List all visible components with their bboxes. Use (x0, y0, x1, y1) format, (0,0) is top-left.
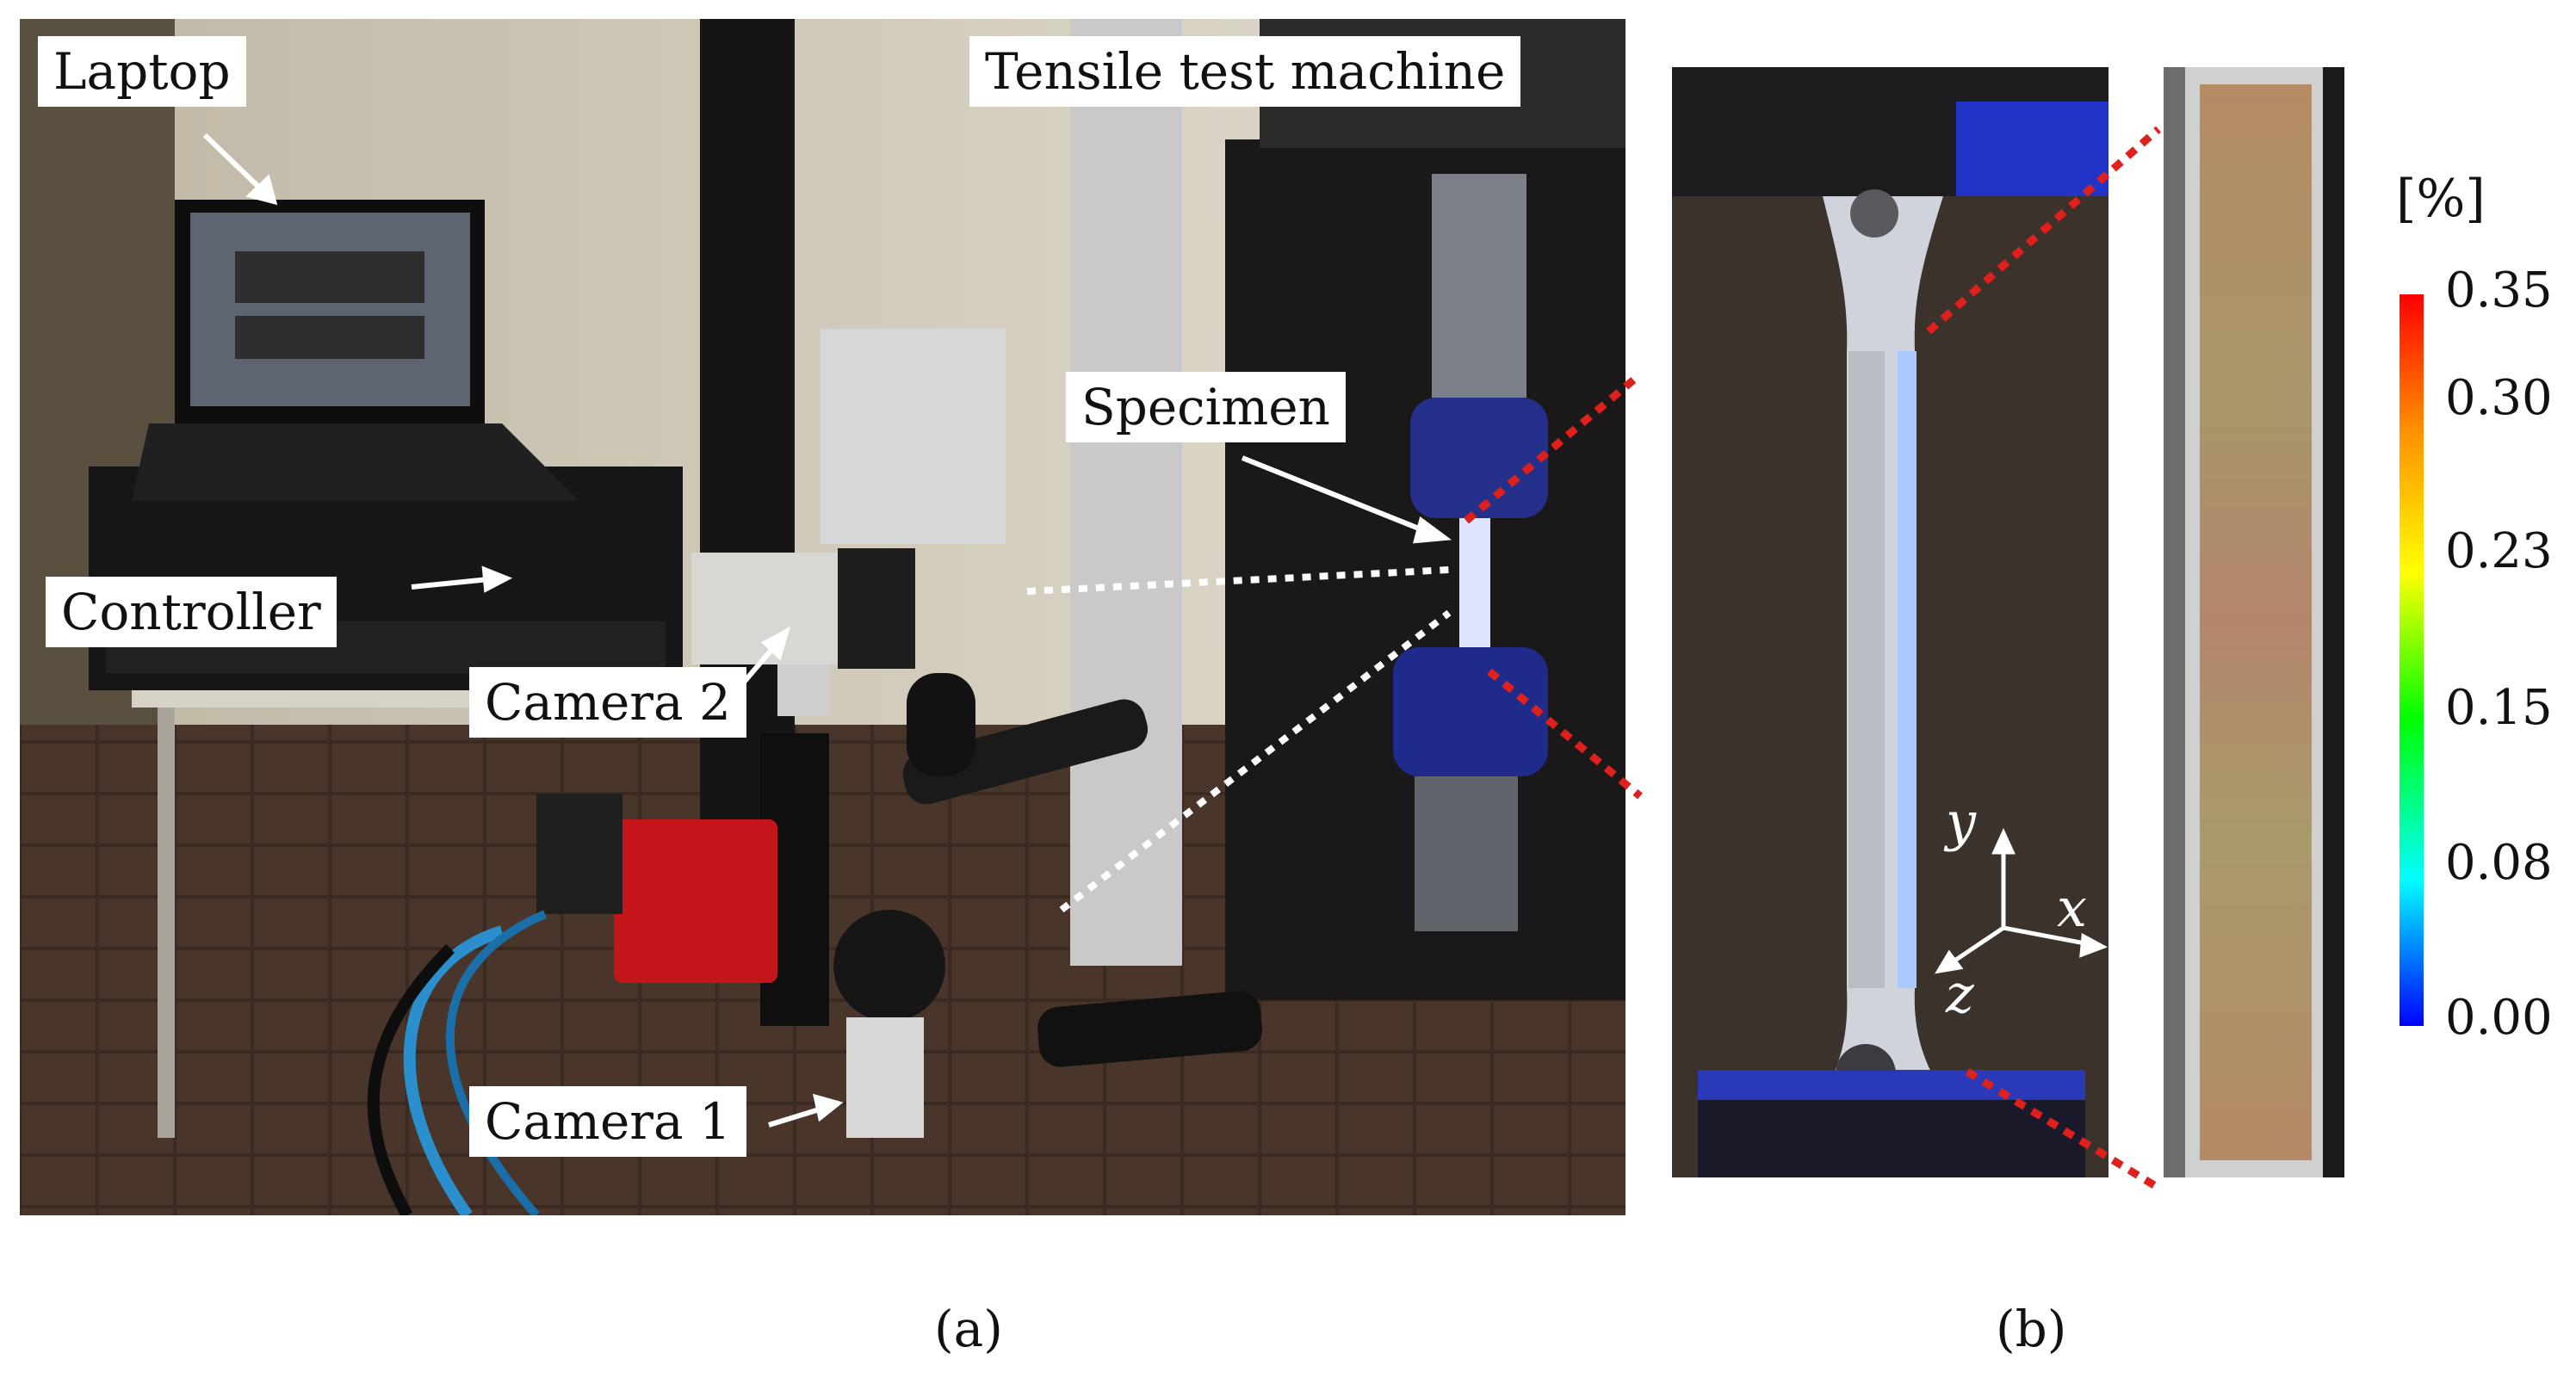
label-camera-1: Camera 1 (469, 1086, 746, 1157)
caption-b: (b) (1996, 1300, 2067, 1358)
colorbar-unit: [%] (2396, 169, 2486, 229)
coordinate-axes (1935, 827, 2108, 974)
label-controller: Controller (46, 577, 337, 647)
label-specimen: Specimen (1066, 372, 1346, 442)
label-tensile-test-machine: Tensile test machine (969, 36, 1521, 107)
specimen-closeup-illustration (1672, 67, 2108, 1177)
axis-label-z: z (1946, 962, 1974, 1025)
axis-label-x: x (2057, 876, 2087, 939)
colorbar-tick: 0.08 (2445, 835, 2553, 891)
strain-map (2164, 67, 2344, 1177)
label-camera-2: Camera 2 (469, 667, 746, 738)
colorbar-tick: 0.23 (2445, 523, 2553, 579)
colorbar-tick: 0.15 (2445, 680, 2553, 736)
axis-label-y: y (1946, 790, 1977, 853)
colorbar-tick: 0.30 (2445, 370, 2553, 426)
colorbar (2400, 294, 2424, 1026)
specimen-closeup-photo: y x z (1672, 67, 2108, 1177)
lab-setup-photo: Laptop Tensile test machine Specimen Con… (20, 19, 1625, 1215)
caption-a: (a) (934, 1300, 1003, 1358)
colorbar-tick: 0.00 (2445, 990, 2553, 1046)
camera-view-lines (202, 133, 1452, 1128)
colorbar-tick: 0.35 (2445, 263, 2553, 318)
strain-map-illustration (2164, 67, 2344, 1177)
label-laptop: Laptop (38, 36, 246, 107)
